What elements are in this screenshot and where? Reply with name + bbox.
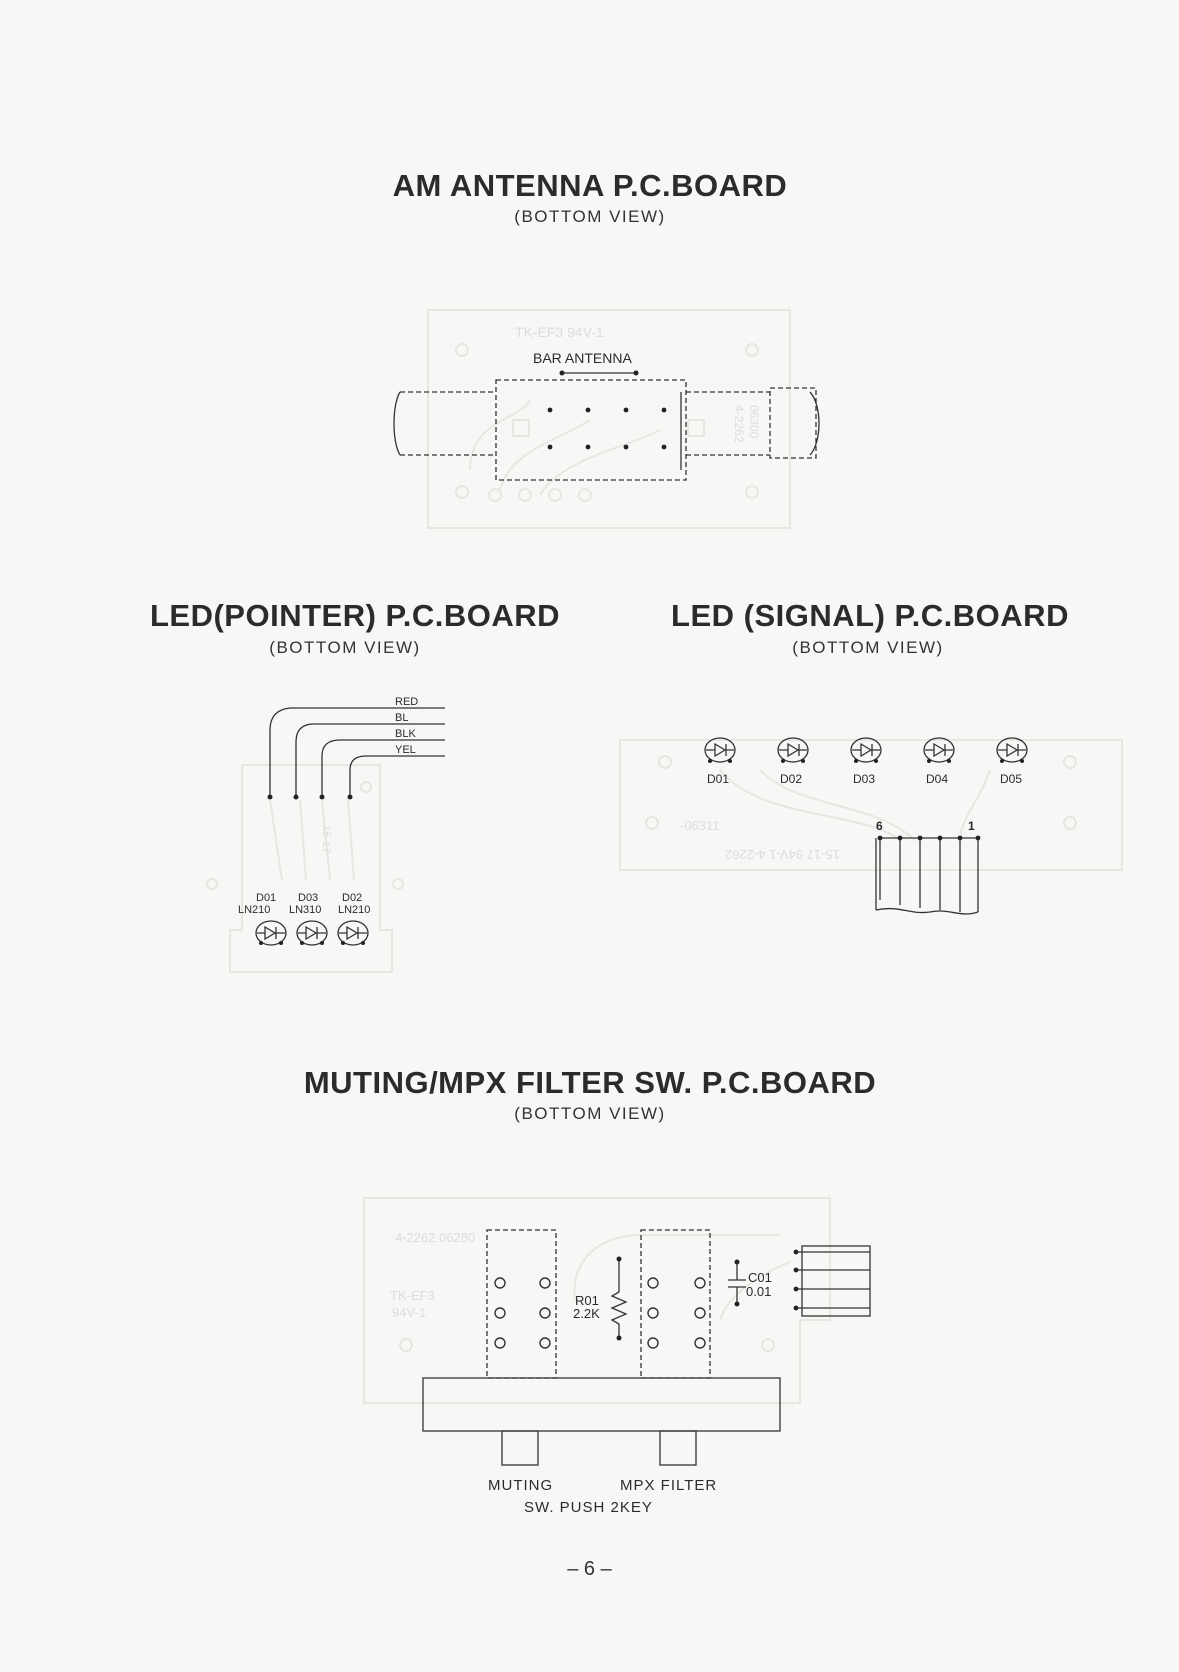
wire-label-blk: BLK bbox=[395, 728, 416, 740]
svg-text:15-17: 15-17 bbox=[320, 825, 332, 853]
wire-yel bbox=[349, 755, 445, 795]
switch-pins bbox=[494, 1277, 706, 1349]
am-side-code-1: 4-2262 bbox=[732, 405, 746, 443]
led-signal-label-d02: D02 bbox=[780, 772, 802, 786]
am-antenna-title: AM ANTENNA P.C.BOARD bbox=[392, 168, 788, 203]
signal-code-1: 15-17 94V-1 4-2262 bbox=[725, 847, 840, 862]
label-muting: MUTING bbox=[488, 1477, 553, 1494]
am-board-outline bbox=[427, 309, 791, 529]
am-solder-pads bbox=[547, 407, 667, 450]
led-signal-label-d04: D04 bbox=[926, 772, 948, 786]
muting-board-outline bbox=[363, 1197, 831, 1404]
led-pointer-part-1: LN210 bbox=[238, 904, 270, 916]
led-signal-board: 15-17 94V-1 4-2262 -06311 D01 bbox=[619, 737, 1123, 915]
muting-connector bbox=[793, 1245, 871, 1317]
led-pointer-subtitle: (BOTTOM VIEW) bbox=[269, 638, 421, 657]
wire-blk bbox=[321, 739, 445, 795]
led-signal-d03-icon bbox=[850, 737, 882, 763]
am-coil-box bbox=[495, 379, 687, 481]
muting-switch-body bbox=[486, 1229, 557, 1379]
mpx-filter-button bbox=[659, 1430, 697, 1466]
pointer-board-outline bbox=[229, 764, 393, 973]
led-pointer-title: LED(POINTER) P.C.BOARD bbox=[149, 598, 560, 633]
wire-label-bl: BL bbox=[395, 712, 408, 724]
capacitor-c01-icon bbox=[728, 1259, 746, 1307]
label-sw-push: SW. PUSH 2KEY bbox=[524, 1499, 653, 1516]
led-pointer-d01-icon bbox=[255, 920, 287, 946]
led-signal-d05-icon bbox=[996, 737, 1028, 763]
led-signal-label-d05: D05 bbox=[1000, 772, 1022, 786]
muting-board-code-3: 94V-1 bbox=[392, 1305, 426, 1320]
signal-code-2: -06311 bbox=[680, 818, 720, 833]
wire-label-yel: YEL bbox=[395, 744, 416, 756]
led-pointer-ref-2: D03 bbox=[298, 892, 318, 904]
muting-board-code-1: 4-2262 06280 bbox=[395, 1230, 475, 1245]
am-antenna-board: TK-EF3 94V-1 4-2262 06300 BAR ANTENNA bbox=[393, 309, 820, 529]
page-number: – 6 – bbox=[567, 1558, 612, 1580]
led-signal-d04-icon bbox=[923, 737, 955, 763]
led-signal-title: LED (SIGNAL) P.C.BOARD bbox=[671, 598, 1069, 633]
resistor-value: 2.2K bbox=[573, 1306, 600, 1321]
bar-antenna-label: BAR ANTENNA bbox=[533, 350, 632, 366]
signal-connector bbox=[875, 835, 981, 915]
led-signal-d01-icon bbox=[704, 737, 736, 763]
wire-red bbox=[269, 707, 445, 795]
signal-board-outline bbox=[619, 739, 1123, 871]
wire-label-red: RED bbox=[395, 696, 418, 708]
led-pointer-part-2: LN310 bbox=[289, 904, 321, 916]
muting-title: MUTING/MPX FILTER SW. P.C.BOARD bbox=[303, 1065, 877, 1100]
muting-board-code-2: TK-EF3 bbox=[390, 1288, 435, 1303]
muting-subtitle: (BOTTOM VIEW) bbox=[514, 1104, 666, 1123]
capacitor-value: 0.01 bbox=[746, 1284, 771, 1299]
wire-bl bbox=[295, 723, 445, 795]
muting-button bbox=[501, 1430, 539, 1466]
led-pointer-board: 15-17 RED BL BLK YEL D01 LN210 D03 LN310… bbox=[206, 696, 445, 973]
led-signal-d02-icon bbox=[777, 737, 809, 763]
mpx-switch-body bbox=[640, 1229, 711, 1379]
am-rod-cap bbox=[769, 387, 817, 459]
switch-housing bbox=[422, 1377, 781, 1432]
led-signal-label-d01: D01 bbox=[707, 772, 729, 786]
am-side-code-2: 06300 bbox=[747, 405, 761, 439]
led-pointer-ref-1: D01 bbox=[256, 892, 276, 904]
led-pointer-ref-3: D02 bbox=[342, 892, 362, 904]
led-pointer-d02-icon bbox=[337, 920, 369, 946]
am-antenna-subtitle: (BOTTOM VIEW) bbox=[514, 207, 666, 226]
resistor-ref: R01 bbox=[575, 1293, 599, 1308]
am-board-code: TK-EF3 94V-1 bbox=[515, 324, 604, 340]
led-signal-label-d03: D03 bbox=[853, 772, 875, 786]
led-pointer-d03-icon bbox=[296, 920, 328, 946]
led-signal-subtitle: (BOTTOM VIEW) bbox=[792, 638, 944, 657]
am-rod-left bbox=[400, 391, 496, 456]
label-mpx-filter: MPX FILTER bbox=[620, 1477, 717, 1494]
signal-pin-first: 6 bbox=[876, 819, 883, 833]
resistor-r01-icon bbox=[610, 1256, 628, 1341]
led-pointer-part-3: LN210 bbox=[338, 904, 370, 916]
muting-board: 4-2262 06280 TK-EF3 94V-1 R01 2.2K bbox=[363, 1197, 871, 1516]
signal-pin-last: 1 bbox=[968, 819, 975, 833]
capacitor-ref: C01 bbox=[748, 1270, 772, 1285]
